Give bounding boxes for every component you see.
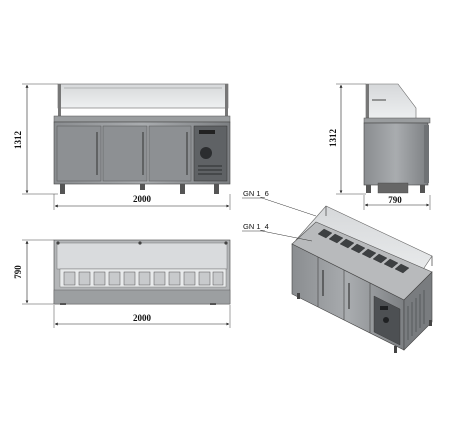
perspective-pans bbox=[317, 228, 410, 274]
top-depth-dimension: 790 bbox=[13, 265, 23, 279]
front-view: 2000 1312 bbox=[13, 83, 231, 210]
top-view: 2000 790 bbox=[13, 239, 231, 328]
side-height-dimension: 1312 bbox=[328, 129, 338, 148]
side-view: 790 1312 bbox=[328, 83, 431, 210]
top-width-dimension: 2000 bbox=[133, 313, 152, 323]
side-depth-dimension: 790 bbox=[388, 195, 402, 205]
front-width-dimension: 2000 bbox=[133, 194, 152, 204]
front-height-dimension: 1312 bbox=[13, 131, 23, 150]
gn-1-4-label: GN 1_4 bbox=[243, 222, 269, 231]
gn-1-6-label: GN 1_6 bbox=[243, 189, 269, 198]
gn-pan-row bbox=[63, 271, 224, 286]
perspective-view: GN 1_6 GN 1_4 bbox=[242, 189, 433, 353]
